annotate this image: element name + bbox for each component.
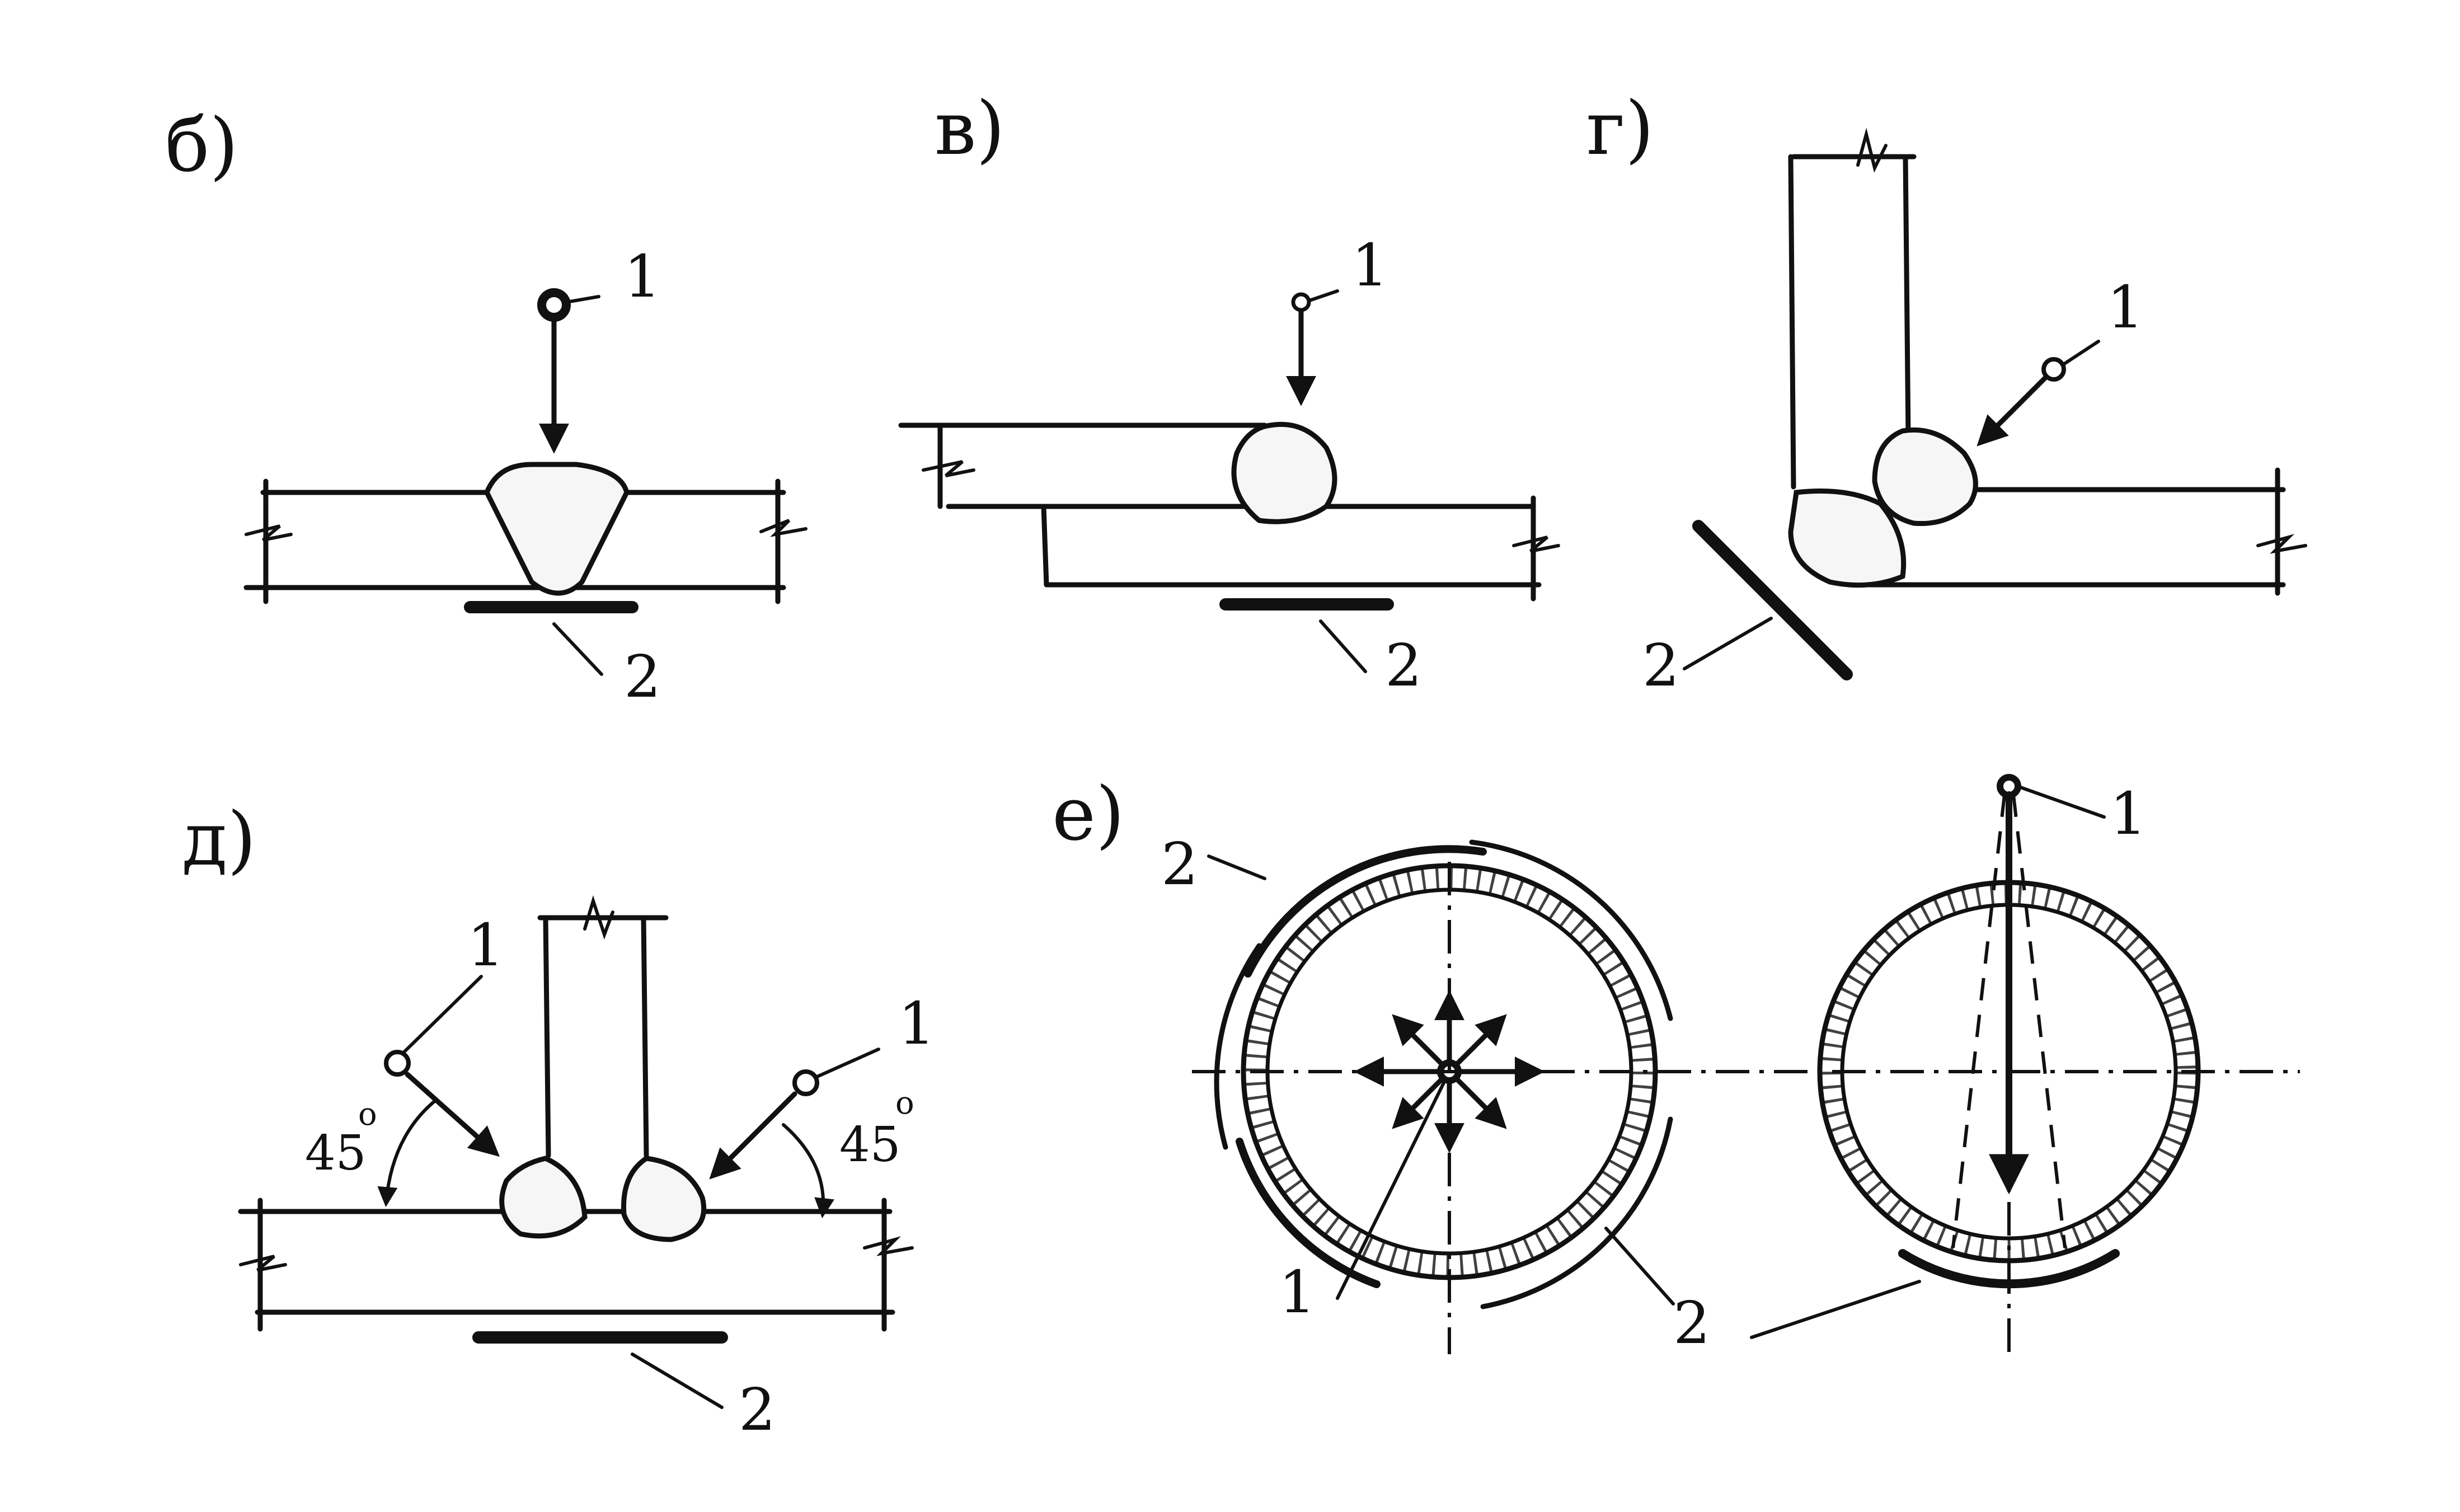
screen-number: 2 (1642, 631, 1679, 699)
screen-left-top-number: 2 (1161, 830, 1198, 898)
panel-d-label: д) (182, 796, 256, 882)
degree-mark-left: o (358, 1096, 377, 1133)
outer-corner-weld (1788, 489, 1907, 588)
angle-right: 45 (839, 1117, 900, 1173)
source-right-number: 1 (898, 989, 935, 1058)
external-source (1989, 774, 2106, 1195)
weld-bead (1231, 421, 1337, 524)
film-screen (1692, 520, 1853, 680)
radiation-source-right (709, 1048, 880, 1219)
panel-d: д) 1 45 o 1 45 (182, 796, 935, 1444)
panel-g-label: г) (1586, 86, 1654, 172)
right-fillet-weld (621, 1156, 707, 1242)
degree-mark-right: o (895, 1085, 914, 1121)
weld-bead (484, 462, 630, 596)
film-screen (1898, 1249, 2120, 1289)
angle-left: 45 (305, 1125, 366, 1181)
radiation-source (1977, 340, 2100, 447)
screen-number: 2 (739, 1375, 776, 1444)
film-screen-segments (1244, 845, 1487, 978)
plates (238, 895, 914, 1332)
source-left-number: 1 (467, 911, 504, 979)
plates (898, 422, 1560, 602)
source-number: 1 (1351, 231, 1388, 299)
radiation-source (1286, 289, 1339, 406)
panel-b-label: б) (165, 102, 238, 189)
panel-b: б) 1 2 (165, 102, 808, 711)
screen-number: 2 (624, 642, 661, 711)
panel-e-label: е) (1052, 771, 1125, 857)
radiation-source-left (377, 975, 500, 1208)
inner-fillet-weld (1872, 427, 1978, 527)
source-number: 1 (2107, 273, 2144, 341)
plates (1788, 128, 2307, 596)
panel-e: е) 2 1 2 (1052, 771, 2300, 1357)
source-right-number: 1 (2110, 780, 2147, 848)
left-fillet-weld (499, 1156, 588, 1239)
panoramic-source (1336, 990, 1545, 1300)
panel-v: в) 1 2 (898, 86, 1560, 699)
screen-left-bottom-number: 2 (1673, 1289, 1710, 1357)
screen-number: 2 (1385, 631, 1422, 699)
source-inner-number: 1 (1279, 1258, 1316, 1326)
radiation-source (537, 288, 600, 454)
panel-v-label: в) (935, 86, 1005, 172)
source-number: 1 (624, 242, 661, 311)
panel-g: г) 1 2 (1586, 86, 2307, 699)
